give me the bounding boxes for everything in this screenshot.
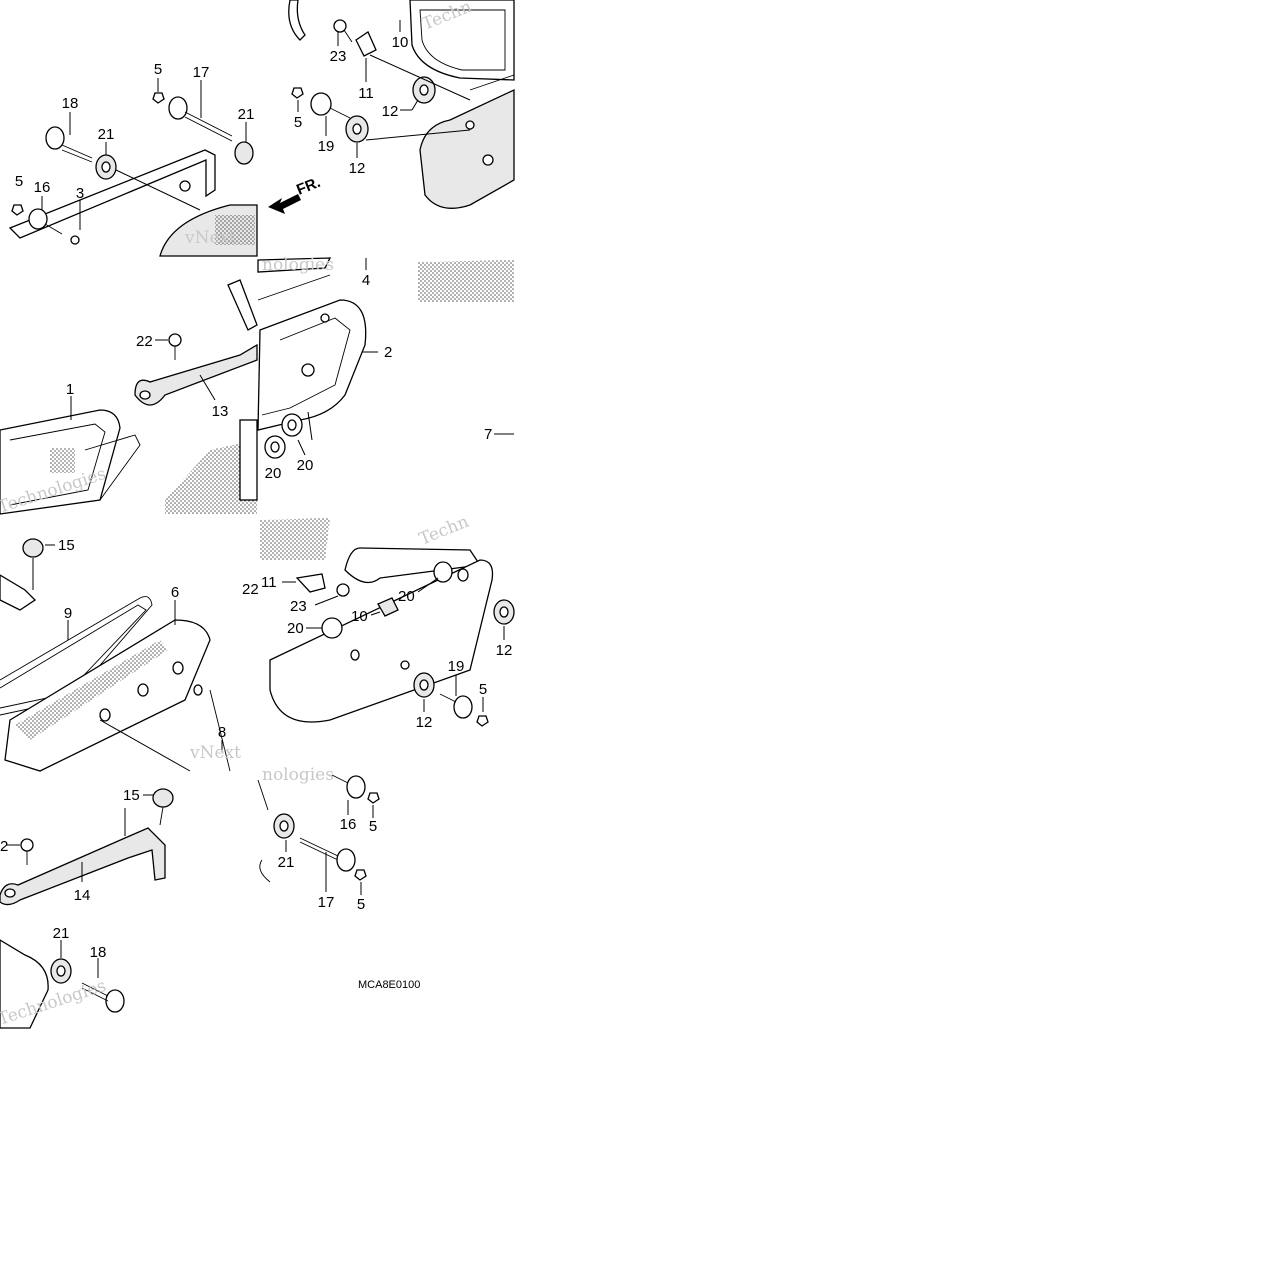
callout-2: 2 [384, 344, 392, 361]
callout-14: 14 [74, 887, 91, 904]
collar-part-20-b [281, 413, 303, 437]
callout-6: 6 [171, 584, 179, 601]
callout-21: 21 [53, 925, 70, 942]
callout-11: 11 [261, 574, 277, 591]
bolt-part-17 [299, 837, 356, 872]
cover-part-6 [4, 619, 211, 772]
bolt-part-18 [81, 982, 125, 1013]
collar-part-20 [433, 561, 453, 583]
callout-5-b: 5 [357, 896, 365, 913]
callout-5: 5 [294, 114, 302, 131]
nut-part-5-b [354, 869, 367, 881]
bolt-part-18 [45, 126, 93, 163]
grommet-part-21-b [234, 141, 254, 165]
nut-part-5 [367, 792, 380, 804]
collar-part-20 [264, 435, 286, 459]
callout-20: 20 [265, 465, 282, 482]
bolt-part-22 [20, 838, 34, 865]
callout-11: 11 [358, 85, 374, 102]
nut-part-5 [476, 715, 489, 727]
callout-10: 10 [351, 608, 368, 625]
bolt-part-19 [439, 693, 473, 719]
callout-10: 10 [392, 34, 409, 51]
gasket-part-9 [0, 596, 153, 716]
callout-5: 5 [154, 61, 162, 78]
callout-12: 12 [496, 642, 513, 659]
callout-19: 19 [318, 138, 335, 155]
callout-20: 20 [398, 588, 415, 605]
watermark-text: nologies [262, 255, 334, 275]
callout-21: 21 [98, 126, 115, 143]
callout-5: 5 [479, 681, 487, 698]
callout-19: 19 [448, 658, 465, 675]
callout-17: 17 [318, 894, 335, 911]
watermark-text: nologies [262, 765, 334, 785]
watermark-text: Techn [416, 512, 471, 550]
nut-part-5 [152, 92, 165, 104]
screw-part-23 [336, 583, 350, 597]
collar-part-20-b [321, 617, 343, 639]
callout-4: 4 [362, 272, 370, 289]
callout-18: 18 [90, 944, 107, 961]
callout-21-b: 21 [238, 106, 255, 123]
pannier-bracket [419, 88, 515, 209]
callout-20-b: 20 [287, 620, 304, 637]
callout-23: 23 [290, 598, 307, 615]
nut-part-5-b [11, 204, 24, 216]
callout-12-b: 12 [416, 714, 433, 731]
callout-8: 8 [218, 724, 226, 741]
front-direction-arrow: FR. [268, 174, 323, 214]
callout-5: 5 [369, 818, 377, 835]
bolt-part-17 [168, 96, 233, 142]
pannier-lid-part [269, 559, 494, 723]
callout-1: 1 [66, 381, 74, 398]
screw-part-23 [333, 19, 353, 43]
front-label: FR. [294, 174, 323, 199]
tile-mid-left: 22 1 13 Technologies [0, 279, 258, 518]
tile-bottom-left: 15 2 14 21 18 Technologies [0, 787, 174, 1030]
watermark-text: vNext [189, 743, 241, 763]
callout-16: 16 [34, 179, 51, 196]
callout-7: 7 [484, 426, 492, 443]
bolt-part-16 [28, 208, 63, 235]
tile-top-left: 5 17 18 21 21 5 16 3 vNext [8, 61, 258, 257]
tile-mid-right: 4 2 7 20 20 nologies [257, 255, 514, 482]
callout-3: 3 [76, 185, 84, 202]
grommet-part-15 [22, 538, 44, 558]
callout-9: 9 [64, 605, 72, 622]
clip-part-11 [355, 31, 377, 57]
tile-top-right: FR. 10 23 11 5 12 19 12 Techn [268, 0, 515, 214]
diagram-code: MCA8E0100 [358, 979, 420, 991]
clip-part-11 [295, 573, 326, 593]
clip-part-10 [377, 597, 399, 617]
callout-16: 16 [340, 816, 357, 833]
callout-22: 22 [136, 333, 153, 350]
bolt-part-22 [168, 333, 182, 360]
bolt-part-16 [331, 774, 366, 799]
callout-18: 18 [62, 95, 79, 112]
nut-part-5 [291, 87, 304, 99]
stay-part-13 [134, 343, 258, 406]
callout-13: 13 [212, 403, 229, 420]
callout-15: 15 [123, 787, 140, 804]
callout-21: 21 [278, 854, 295, 871]
callout-12-b: 12 [349, 160, 366, 177]
callout-5-b: 5 [15, 173, 23, 190]
callout-12: 12 [382, 103, 399, 120]
tile-lower-right: 11 23 20 10 20 12 19 5 12 Techn [260, 512, 515, 731]
grommet-part-15 [152, 788, 174, 808]
tile-bottom-right: 16 5 21 17 5 nologies MCA8E0100 [257, 765, 420, 991]
callout-2: 2 [0, 838, 8, 855]
callout-17: 17 [193, 64, 210, 81]
bolt-part-19 [310, 92, 351, 119]
callout-15: 15 [58, 537, 75, 554]
bracket-part-3 [8, 149, 216, 239]
callout-23: 23 [330, 48, 347, 65]
callout-20-b: 20 [297, 457, 314, 474]
tile-lower-left: 15 9 6 22 8 vNext [0, 537, 259, 772]
watermark-text: vNext [184, 228, 236, 248]
callout-22: 22 [242, 581, 259, 598]
